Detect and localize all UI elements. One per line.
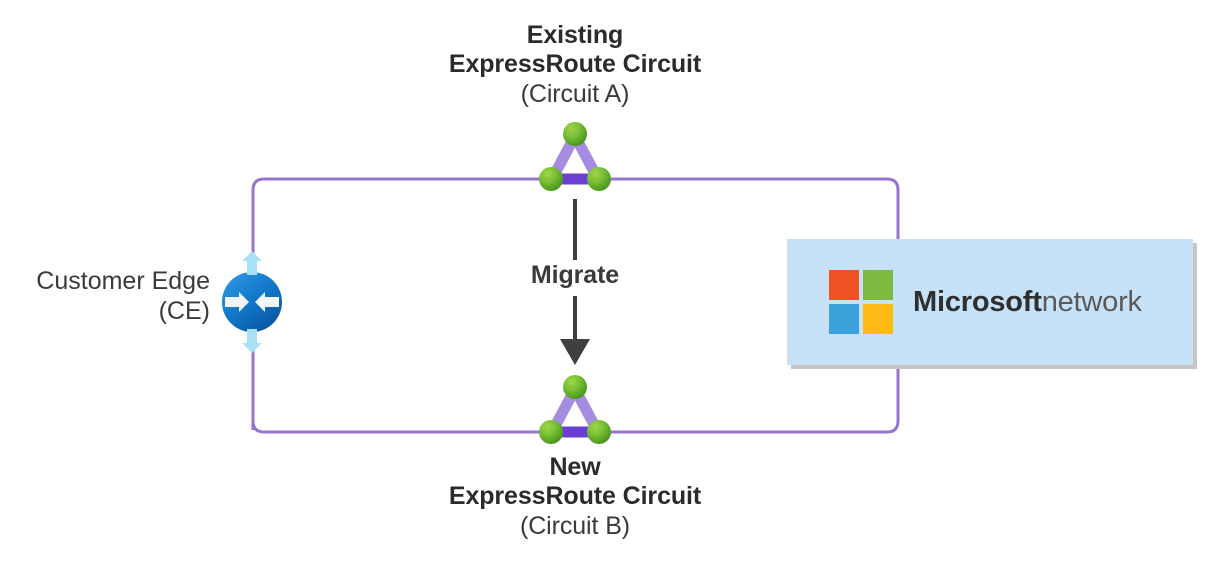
bottom-circuit-caption: New ExpressRoute Circuit (Circuit B) [375, 453, 775, 541]
customer-edge-label: Customer Edge (CE) [10, 266, 210, 326]
top-circuit-line2: ExpressRoute Circuit [448, 50, 702, 79]
expressroute-circuit-icon-bottom [539, 375, 611, 444]
migrate-label: Migrate [465, 261, 685, 290]
microsoft-logo-icon [829, 270, 893, 334]
microsoft-logo-square-blue [829, 304, 859, 334]
router-icon [222, 251, 282, 353]
bottom-circuit-line1: New [549, 453, 601, 481]
customer-edge-line1: Customer Edge [36, 267, 210, 295]
microsoft-brand-text: Microsoft [913, 285, 1042, 318]
bottom-circuit-line2: ExpressRoute Circuit [448, 482, 702, 511]
microsoft-network-suffix-text: network [1041, 285, 1142, 318]
customer-edge-line2: (CE) [158, 297, 210, 325]
microsoft-network-label: Microsoft network [913, 239, 1142, 365]
microsoft-logo-square-yellow [863, 304, 893, 334]
top-circuit-caption: Existing ExpressRoute Circuit (Circuit A… [375, 21, 775, 109]
top-circuit-line3: (Circuit A) [520, 79, 630, 108]
microsoft-logo-square-green [863, 270, 893, 300]
microsoft-network-panel: Microsoft network [787, 239, 1193, 365]
top-circuit-line1: Existing [526, 21, 624, 49]
bottom-circuit-line3: (Circuit B) [519, 511, 630, 540]
microsoft-logo-square-red [829, 270, 859, 300]
expressroute-circuit-icon-top [539, 122, 611, 191]
